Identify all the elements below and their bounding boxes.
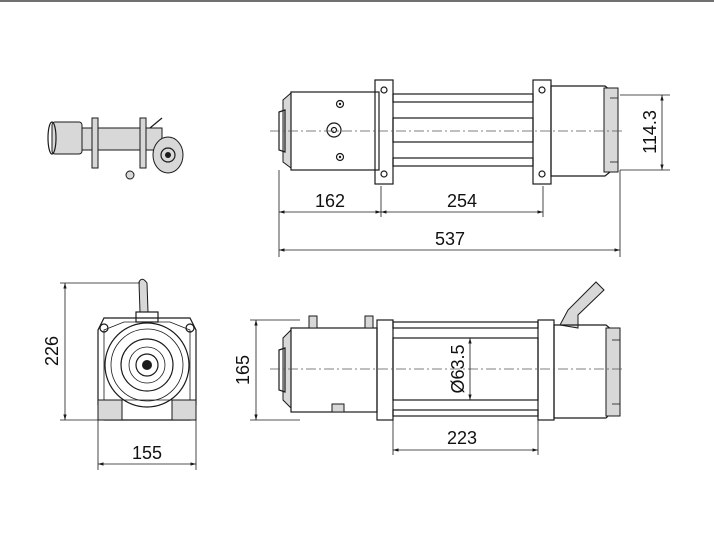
dim-226-label: 226 [42, 336, 62, 366]
motor-cap [282, 91, 292, 169]
front-view: 226 155 [42, 278, 197, 470]
dim-114-3-label: 114.3 [640, 110, 660, 154]
side-view: 165 Ø63.5 223 [233, 281, 625, 455]
dim-155-label: 155 [132, 443, 162, 463]
dim-254-label: 254 [447, 191, 477, 211]
dim-diameter-label: Ø63.5 [448, 344, 468, 393]
right-bracket [532, 79, 552, 185]
dim-162-label: 162 [315, 191, 345, 211]
drum-outer-circle [104, 322, 190, 408]
dim-223-label: 223 [447, 428, 477, 448]
top-view: 162 254 537 114.3 [270, 79, 670, 257]
dim-537-label: 537 [435, 229, 465, 249]
clutch-lever [138, 278, 149, 313]
motor-side [290, 327, 378, 413]
dim-165-label: 165 [233, 355, 253, 385]
side-clutch-lever [559, 281, 605, 329]
isometric-winch-image [47, 117, 184, 180]
left-bracket [374, 79, 394, 185]
